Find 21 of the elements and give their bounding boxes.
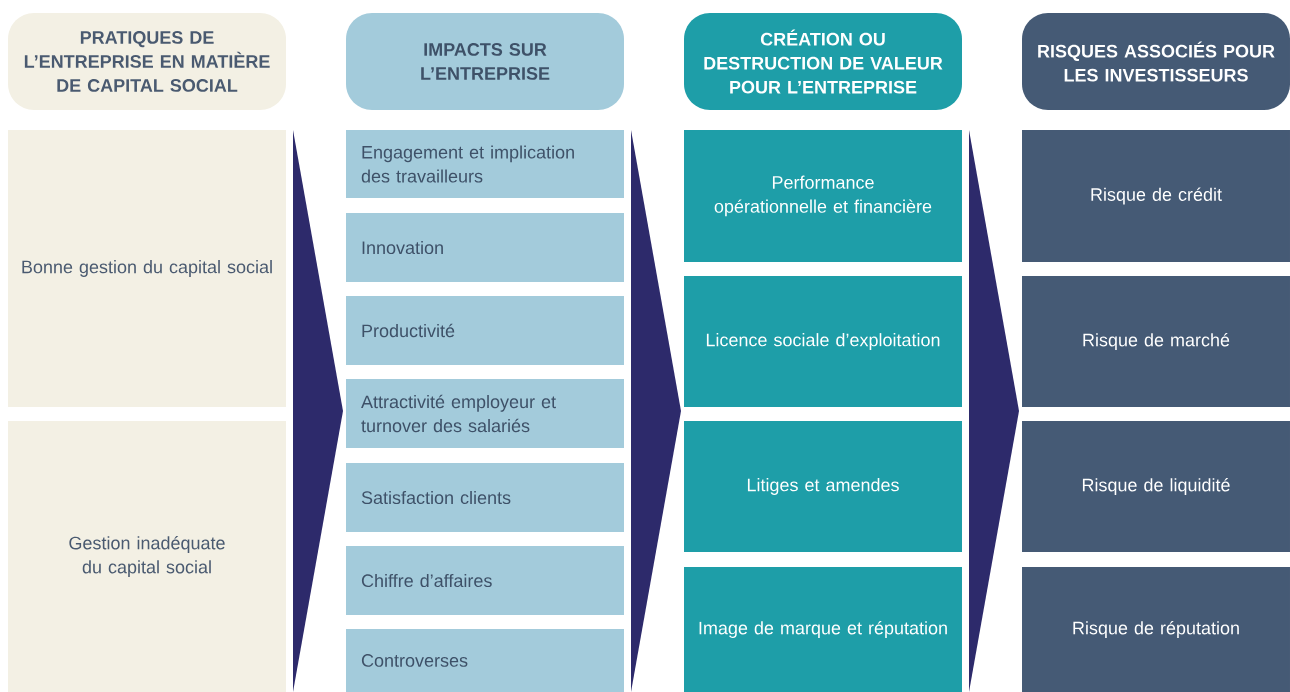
column-header: RISQUES ASSOCIÉS POUR LES INVESTISSEURS	[1022, 13, 1290, 110]
category-box: Innovation	[346, 213, 624, 282]
column-header: IMPACTS SUR L’ENTREPRISE	[346, 13, 624, 110]
category-box: Performance opérationnelle et financière	[684, 130, 962, 262]
column-header: CRÉATION OU DESTRUCTION DE VALEUR POUR L’ENTREPRISE	[684, 13, 962, 110]
category-box: Licence sociale d’exploitation	[684, 276, 962, 407]
category-box: Attractivité employeur et turnover des salariés	[346, 379, 624, 448]
category-box: Risque de marché	[1022, 276, 1290, 407]
category-box: Controverses	[346, 629, 624, 692]
category-box: Gestion inadéquate du capital social	[8, 421, 286, 692]
category-box: Image de marque et réputation	[684, 567, 962, 692]
column-header: PRATIQUES DE L’ENTREPRISE EN MATIÈRE DE CAPITAL SOCIAL	[8, 13, 286, 110]
category-box: Productivité	[346, 296, 624, 365]
category-box: Engagement et implication des travailleurs	[346, 130, 624, 198]
category-box: Bonne gestion du capital social	[8, 130, 286, 407]
category-box: Satisfaction clients	[346, 463, 624, 532]
category-box: Risque de réputation	[1022, 567, 1290, 692]
category-box: Litiges et amendes	[684, 421, 962, 552]
category-box: Chiffre d’affaires	[346, 546, 624, 615]
category-box: Risque de crédit	[1022, 130, 1290, 262]
category-box: Risque de liquidité	[1022, 421, 1290, 552]
